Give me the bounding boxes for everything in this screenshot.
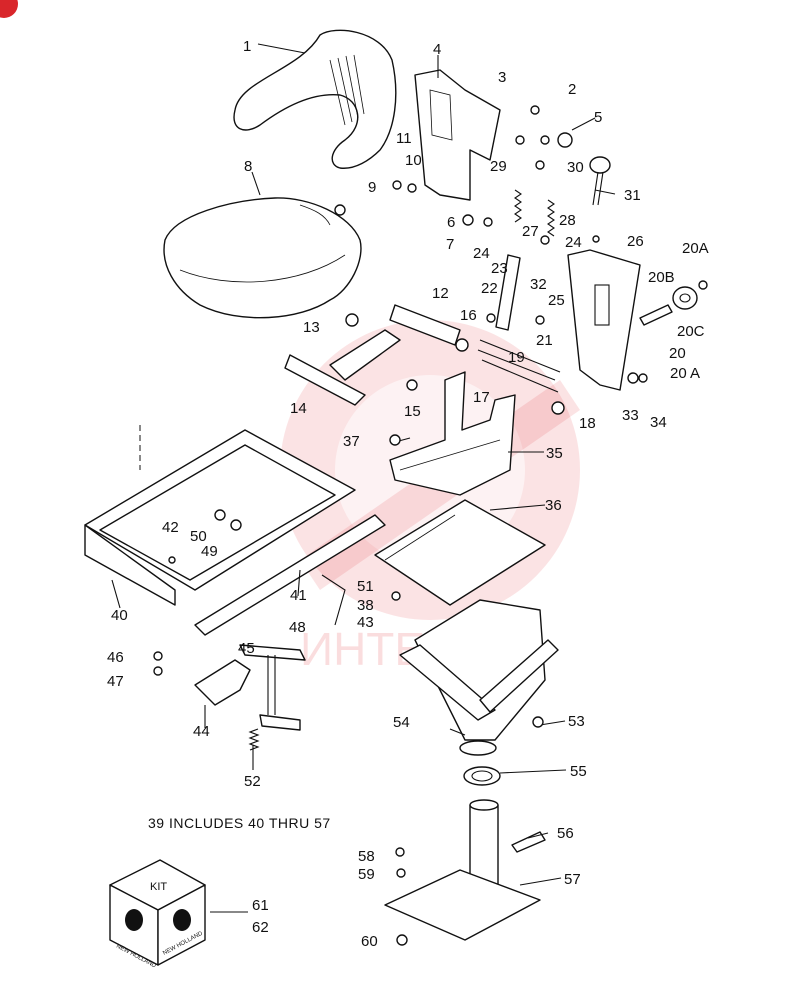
leader-lines — [111, 43, 616, 886]
shock-absorber — [495, 254, 521, 331]
kit-box: KIT NEW HOLLAND NEW HOLLAND 61 62 — [109, 859, 269, 970]
callout-6: 6 — [447, 214, 455, 231]
callout-20c: 20C — [677, 323, 705, 340]
callout-54: 54 — [393, 714, 410, 731]
callout-3: 3 — [498, 69, 506, 86]
callout-17: 17 — [473, 389, 490, 406]
callout-labels: 1 2 3 4 5 6 7 8 9 10 11 12 13 14 15 16 1… — [107, 38, 709, 950]
callout-12: 12 — [432, 285, 449, 302]
rod — [321, 574, 346, 626]
callout-24-left: 24 — [473, 245, 490, 262]
frame-tube — [194, 514, 386, 636]
callout-33: 33 — [622, 407, 639, 424]
callout-43: 43 — [357, 614, 374, 631]
callout-51: 51 — [357, 578, 374, 595]
callout-47: 47 — [107, 673, 124, 690]
callout-56: 56 — [557, 825, 574, 842]
linkage-arms — [284, 304, 461, 406]
callout-20b: 20B — [648, 269, 675, 286]
kit-label: KIT — [150, 881, 167, 893]
springs — [514, 189, 555, 237]
callout-14: 14 — [290, 400, 307, 417]
base-plate — [374, 499, 546, 606]
hardware-fasteners — [153, 105, 708, 946]
callout-23: 23 — [491, 260, 508, 277]
suspension-housing — [399, 599, 559, 756]
callout-41: 41 — [290, 587, 307, 604]
callout-21: 21 — [536, 332, 553, 349]
slide-rail — [567, 249, 641, 391]
callout-20a-top: 20A — [682, 240, 709, 257]
callout-13: 13 — [303, 319, 320, 336]
callout-4: 4 — [433, 41, 441, 58]
callout-37: 37 — [343, 433, 360, 450]
callout-24-right: 24 — [565, 234, 582, 251]
spring-52 — [248, 728, 260, 751]
callout-1: 1 — [243, 38, 251, 55]
callout-26: 26 — [627, 233, 644, 250]
callout-8: 8 — [244, 158, 252, 175]
callout-52: 52 — [244, 773, 261, 790]
callout-25: 25 — [548, 292, 565, 309]
callout-45: 45 — [238, 640, 255, 657]
callout-36: 36 — [545, 497, 562, 514]
seat-backrest — [233, 29, 397, 169]
callout-22: 22 — [481, 280, 498, 297]
callout-15: 15 — [404, 403, 421, 420]
callout-49: 49 — [201, 543, 218, 560]
callout-58: 58 — [358, 848, 375, 865]
adjustment-knob — [589, 156, 611, 206]
callout-48: 48 — [289, 619, 306, 636]
callout-34: 34 — [650, 414, 667, 431]
callout-7: 7 — [446, 236, 454, 253]
callout-31: 31 — [624, 187, 641, 204]
seat-bracket — [414, 69, 501, 201]
kit-part-61: 61 — [252, 897, 269, 914]
new-holland-logo-icon — [125, 909, 191, 931]
callout-9: 9 — [368, 179, 376, 196]
callout-55: 55 — [570, 763, 587, 780]
upper-mount-bracket — [389, 371, 516, 496]
callout-40: 40 — [111, 607, 128, 624]
callout-29: 29 — [490, 158, 507, 175]
pin-56 — [511, 831, 546, 853]
kit-part-62: 62 — [252, 919, 269, 936]
callout-44: 44 — [193, 723, 210, 740]
pivot-pins — [477, 339, 561, 393]
callout-35: 35 — [546, 445, 563, 462]
assembly-note: 39 INCLUDES 40 THRU 57 — [148, 815, 331, 831]
corner-badge — [0, 0, 18, 18]
callout-32: 32 — [530, 276, 547, 293]
callout-59: 59 — [358, 866, 375, 883]
callout-11: 11 — [396, 130, 412, 147]
seat-cushion — [163, 197, 362, 319]
callout-18: 18 — [579, 415, 596, 432]
callout-20a-bottom: 20 A — [670, 365, 700, 382]
callout-20: 20 — [669, 345, 686, 362]
callout-2: 2 — [568, 81, 576, 98]
callout-16: 16 — [460, 307, 477, 324]
callout-60: 60 — [361, 933, 378, 950]
callout-30: 30 — [567, 159, 584, 176]
callout-50: 50 — [190, 528, 207, 545]
lever-assembly — [239, 644, 306, 731]
callout-5: 5 — [594, 109, 602, 126]
ring-55 — [463, 766, 501, 786]
callout-10: 10 — [405, 152, 422, 169]
callout-53: 53 — [568, 713, 585, 730]
callout-38: 38 — [357, 597, 374, 614]
callout-42: 42 — [162, 519, 179, 536]
latch-plate — [194, 659, 251, 706]
column-base — [384, 799, 541, 941]
callout-46: 46 — [107, 649, 124, 666]
roller — [639, 286, 698, 326]
callout-28: 28 — [559, 212, 576, 229]
callout-19: 19 — [508, 349, 525, 366]
callout-27: 27 — [522, 223, 539, 240]
callout-57: 57 — [564, 871, 581, 888]
